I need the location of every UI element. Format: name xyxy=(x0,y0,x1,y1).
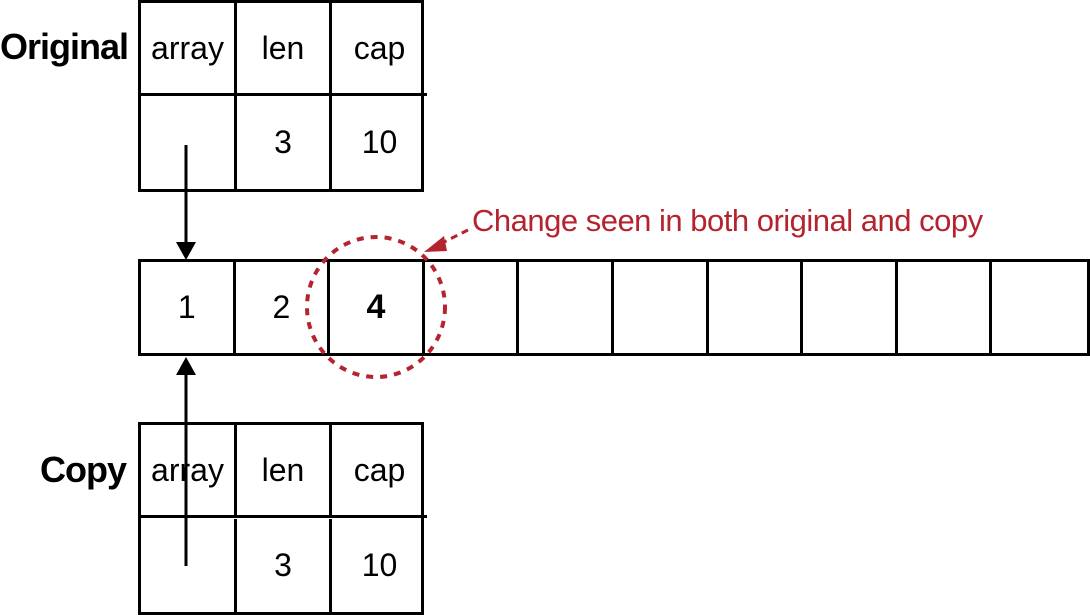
copy-len-value: 3 xyxy=(237,518,332,612)
change-annotation: Change seen in both original and copy xyxy=(472,203,983,238)
array-cell-0: 1 xyxy=(141,262,236,353)
original-cap-header: cap xyxy=(332,3,427,96)
array-cell-5 xyxy=(614,262,709,353)
original-label: Original xyxy=(0,26,129,67)
highlight-circle xyxy=(305,235,447,379)
copy-label: Copy xyxy=(40,449,127,490)
array-cell-4 xyxy=(519,262,614,353)
original-len-value: 3 xyxy=(237,96,332,189)
copy-cap-value: 10 xyxy=(361,546,398,583)
array-cell-3 xyxy=(425,262,520,353)
copy-cap-header: cap xyxy=(332,425,427,518)
original-slice-header: array len cap 3 10 xyxy=(138,0,427,192)
copy-len-header: len xyxy=(237,425,332,518)
copy-pointer-arrowhead xyxy=(176,357,196,375)
array-cell-6 xyxy=(709,262,804,353)
array-cell-1: 2 xyxy=(236,262,331,353)
copy-array-pointer-cell xyxy=(141,518,237,612)
array-cell-2: 4 xyxy=(330,262,425,353)
array-cell-8 xyxy=(898,262,993,353)
original-len-header: len xyxy=(237,3,332,96)
backing-array: 1 2 4 xyxy=(138,259,1090,356)
original-cap-value: 10 xyxy=(361,124,398,160)
annotation-arrowhead xyxy=(424,236,447,252)
original-array-header: array xyxy=(141,3,237,96)
original-array-pointer-cell xyxy=(141,96,237,189)
original-pointer-arrowhead xyxy=(176,242,196,260)
array-cell-7 xyxy=(803,262,898,353)
